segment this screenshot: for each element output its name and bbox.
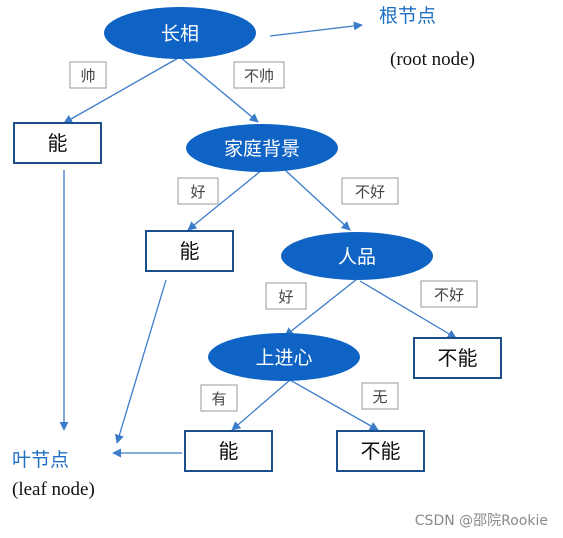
node-family: 家庭背景 bbox=[186, 124, 338, 172]
edge-root-to-handsome-leaf bbox=[63, 56, 181, 124]
edge-label-family-bad-text: 不好 bbox=[355, 183, 385, 201]
node-ambition-label: 上进心 bbox=[255, 347, 312, 369]
leaf-character-bad-label: 不能 bbox=[438, 346, 478, 370]
edge-label-ambition-yes-box bbox=[200, 384, 238, 412]
arrow-leaf-annotation-2 bbox=[115, 279, 167, 444]
edge-label-family-good-box bbox=[177, 177, 219, 205]
leaf-annotation-en: (leaf node) bbox=[12, 479, 95, 500]
node-root-shape bbox=[104, 7, 256, 59]
edge-label-family-bad: 不好 bbox=[341, 177, 399, 205]
leaf-character-bad-box bbox=[413, 337, 502, 379]
edge-label-ambition-yes: 有 bbox=[200, 384, 238, 412]
node-root-label: 长相 bbox=[161, 23, 199, 45]
edge-label-not-handsome: 不帅 bbox=[233, 61, 285, 89]
leaf-family-good-box bbox=[145, 230, 234, 272]
node-character-shape bbox=[281, 232, 433, 280]
edge-label-ambition-no: 无 bbox=[361, 382, 399, 410]
edge-label-ambition-no-text: 无 bbox=[372, 388, 387, 406]
edge-label-not-handsome-text: 不帅 bbox=[244, 67, 274, 85]
edge-label-ambition-yes-text: 有 bbox=[211, 390, 226, 408]
edge-label-family-good-text: 好 bbox=[190, 183, 205, 201]
edge-character-to-bad-leaf bbox=[359, 280, 457, 339]
node-root: 长相 bbox=[104, 7, 256, 59]
leaf-handsome: 能 bbox=[13, 122, 102, 164]
edge-ambition-to-no-leaf bbox=[289, 379, 379, 431]
edge-label-handsome-text: 帅 bbox=[80, 67, 95, 85]
edge-label-not-handsome-box bbox=[233, 61, 285, 89]
leaf-handsome-box bbox=[13, 122, 102, 164]
root-annotation-en: (root node) bbox=[390, 49, 475, 70]
leaf-ambition-no-label: 不能 bbox=[361, 439, 401, 463]
edge-root-to-family bbox=[179, 56, 259, 123]
edge-label-character-bad-box bbox=[420, 280, 478, 308]
edge-label-handsome-box bbox=[69, 61, 107, 89]
leaf-character-bad: 不能 bbox=[413, 337, 502, 379]
leaf-ambition-no: 不能 bbox=[336, 430, 425, 472]
edge-ambition-to-yes-leaf bbox=[231, 379, 291, 431]
edge-label-character-bad: 不好 bbox=[420, 280, 478, 308]
node-character-label: 人品 bbox=[338, 246, 376, 268]
watermark: CSDN @邵院Rookie bbox=[415, 513, 548, 529]
edge-label-character-good-text: 好 bbox=[278, 288, 293, 306]
leaf-family-good-label: 能 bbox=[180, 239, 200, 263]
leaf-ambition-no-box bbox=[336, 430, 425, 472]
node-character: 人品 bbox=[281, 232, 433, 280]
node-family-label: 家庭背景 bbox=[224, 138, 300, 160]
edge-label-ambition-no-box bbox=[361, 382, 399, 410]
edge-label-character-good-box bbox=[265, 282, 307, 310]
root-annotation-cn: 根节点 bbox=[379, 5, 436, 27]
leaf-ambition-yes-box bbox=[184, 430, 273, 472]
leaf-ambition-yes-label: 能 bbox=[219, 439, 239, 463]
edge-label-character-good: 好 bbox=[265, 282, 307, 310]
leaf-family-good: 能 bbox=[145, 230, 234, 272]
edge-label-handsome: 帅 bbox=[69, 61, 107, 89]
node-family-shape bbox=[186, 124, 338, 172]
edge-label-character-bad-text: 不好 bbox=[434, 286, 464, 304]
node-ambition: 上进心 bbox=[208, 333, 360, 381]
leaf-annotation-cn: 叶节点 bbox=[12, 449, 69, 471]
edge-family-to-character bbox=[284, 169, 351, 231]
edge-label-family-bad-box bbox=[341, 177, 399, 205]
edge-character-to-ambition bbox=[284, 278, 358, 337]
leaf-ambition-yes: 能 bbox=[184, 430, 273, 472]
edge-family-to-good-leaf bbox=[187, 169, 263, 231]
node-ambition-shape bbox=[208, 333, 360, 381]
arrow-root-annotation bbox=[269, 21, 363, 37]
leaf-handsome-label: 能 bbox=[48, 131, 68, 155]
edge-label-family-good: 好 bbox=[177, 177, 219, 205]
